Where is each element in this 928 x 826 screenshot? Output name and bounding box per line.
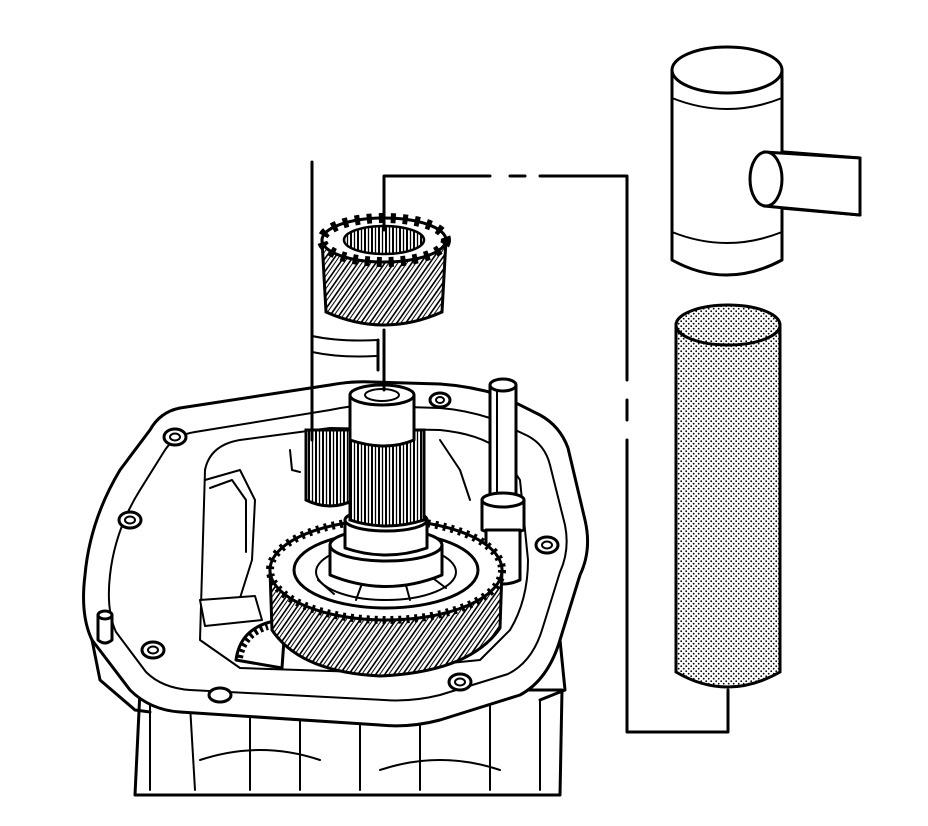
dowel-pin — [96, 609, 114, 645]
dashed-leader-line — [382, 174, 730, 734]
hammer-illustration — [670, 45, 862, 277]
bolt-holes — [117, 391, 560, 704]
splined-shaft — [304, 383, 444, 588]
installer-sleeve — [310, 160, 380, 442]
helical-gear — [317, 213, 451, 327]
cylindrical-installer-tool — [674, 303, 782, 689]
countershaft-pin — [480, 377, 526, 586]
